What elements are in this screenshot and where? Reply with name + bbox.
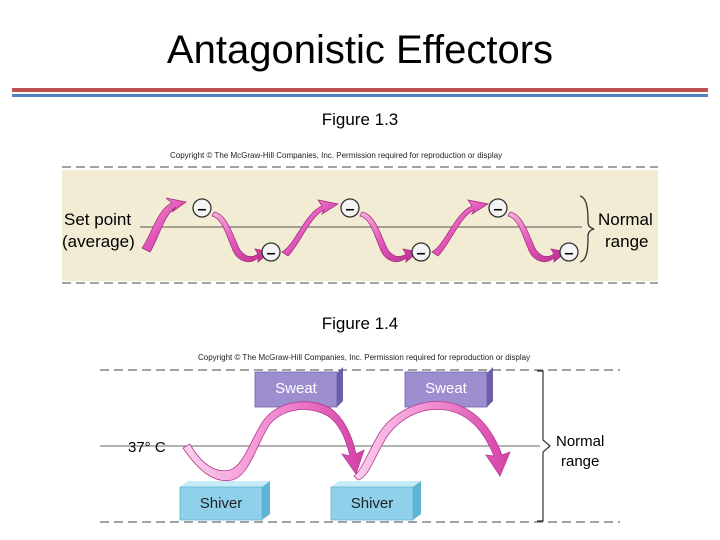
title-rule-blue [12,94,708,97]
figure-1-3-panel [62,170,658,281]
minus-circle-icon: – [411,242,431,262]
shiver-effector-box: Shiver [179,481,270,521]
feedback-ribbon [431,199,490,257]
feedback-ribbon [141,197,187,253]
figure-1-3-caption: Figure 1.3 [321,110,399,129]
svg-text:–: – [267,245,276,262]
normal-range-label-2: range [561,453,599,470]
minus-circle-icon: – [340,198,360,218]
normal-range-label-2: range [605,232,648,251]
normal-range-brace [579,195,595,263]
minus-circle-icon: – [192,198,212,218]
figure-1-4-copyright: Copyright © The McGraw-Hill Companies, I… [198,353,531,362]
svg-text:Sweat: Sweat [275,380,318,397]
temperature-label: 37° C [128,439,166,456]
shiver-effector-box: Shiver [330,481,421,521]
svg-text:Shiver: Shiver [351,495,394,512]
svg-text:–: – [565,245,574,262]
svg-text:–: – [417,245,426,262]
temperature-wave-ribbon [182,401,365,482]
svg-text:–: – [494,201,503,218]
figure-1-3: – – – – – – Set point (average) Normal r… [62,166,658,284]
normal-range-label: Normal [598,210,653,229]
normal-range-bracket [537,370,551,522]
minus-circle-icon: – [559,242,579,262]
minus-circle-icon: – [488,198,508,218]
sweat-effector-box: Sweat [404,367,493,408]
title-rule-red [12,88,708,92]
sweat-effector-box: Sweat [254,367,343,408]
normal-range-label: Normal [556,433,604,450]
feedback-ribbon [507,211,567,263]
svg-text:–: – [198,201,207,218]
temperature-wave-ribbon [353,400,511,481]
set-point-average-label: (average) [62,232,135,251]
figure-1-4-caption: Figure 1.4 [321,314,399,333]
svg-text:Sweat: Sweat [425,380,468,397]
feedback-ribbon [359,211,419,263]
minus-circle-icon: – [261,242,281,262]
figure-1-4: Sweat Sweat Shiver Shiver 37° C Normal [100,367,620,523]
svg-text:Shiver: Shiver [200,495,243,512]
svg-text:–: – [346,201,355,218]
figure-1-3-copyright: Copyright © The McGraw-Hill Companies, I… [170,151,503,160]
set-point-label: Set point [64,210,131,229]
slide-title: Antagonistic Effectors [166,28,554,72]
feedback-ribbon [281,199,340,257]
